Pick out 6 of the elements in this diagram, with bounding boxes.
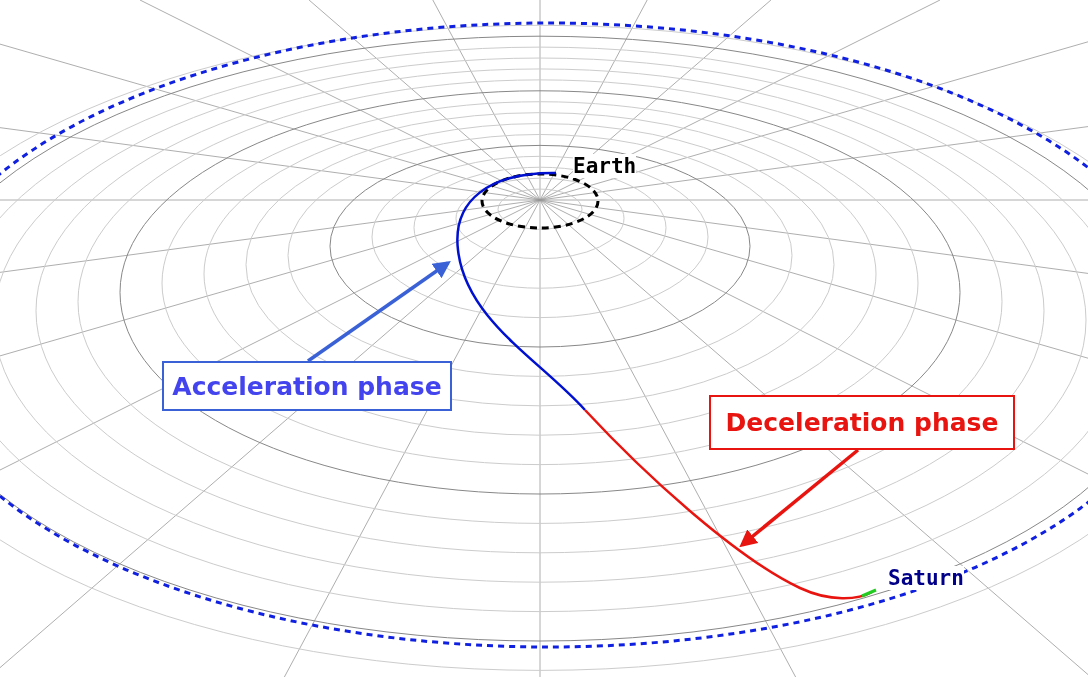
planet-label: Saturn bbox=[888, 566, 964, 590]
phase-label-box: Deceleration phase bbox=[709, 395, 1015, 450]
planet-label: Earth bbox=[573, 154, 637, 178]
leader-arrow bbox=[307, 261, 451, 363]
phase-label-box: Acceleration phase bbox=[162, 361, 452, 411]
leader-arrow bbox=[739, 448, 860, 548]
